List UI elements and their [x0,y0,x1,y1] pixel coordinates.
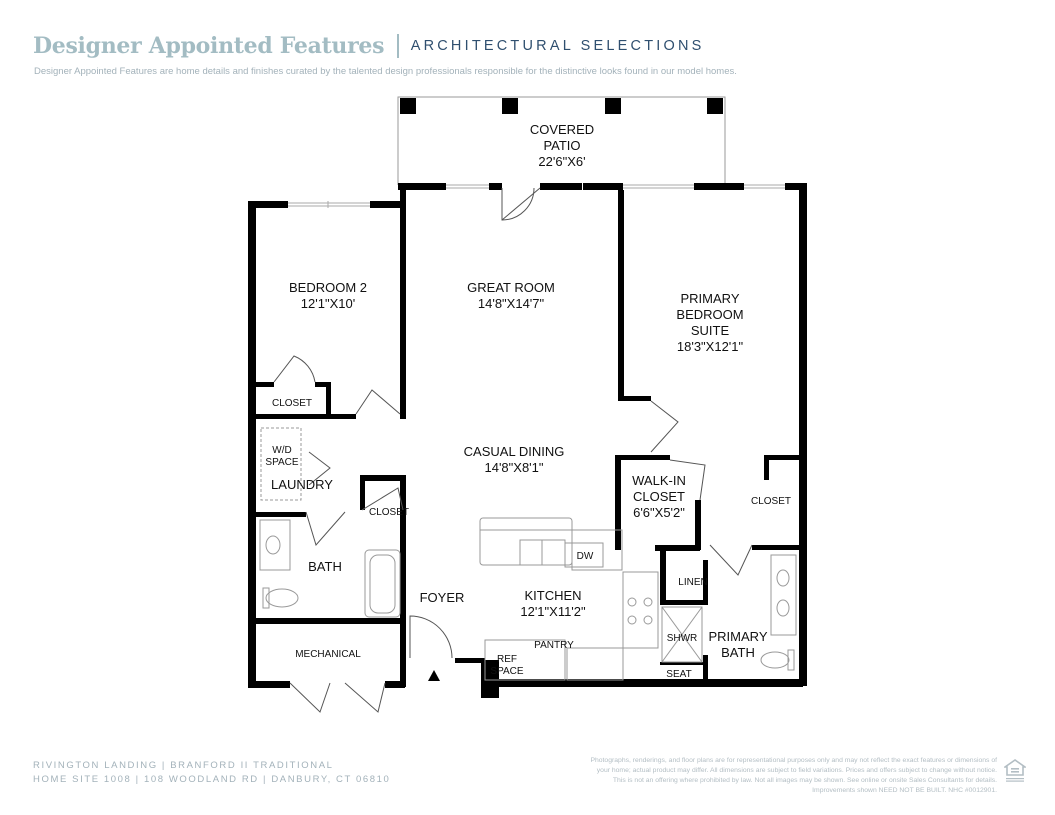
closet-foyer-label: CLOSET [369,507,409,518]
linen-label: LINEN [678,577,707,588]
patio-dims: 22'6"X6' [538,154,585,169]
disclaimer-line2: your home; actual product may differ. Al… [596,767,997,774]
casual-dining-label: CASUAL DINING [464,444,565,459]
primary-bath-line2: BATH [721,645,755,660]
title-divider [397,34,399,58]
page-subtitle: ARCHITECTURAL SELECTIONS [410,38,705,54]
footer-disclaimer: Photographs, renderings, and floor plans… [517,756,997,796]
footer-community: RIVINGTON LANDING | BRANFORD II TRADITIO… [33,759,390,787]
footer-line1: RIVINGTON LANDING | BRANFORD II TRADITIO… [33,760,334,771]
walkin-closet-dims: 6'6"X5'2" [633,505,685,520]
windows [288,184,785,208]
page-title: Designer Appointed Features [33,33,385,59]
covered-patio-outline [397,96,726,185]
primary-bath-line1: PRIMARY [709,629,768,644]
closet-primary-label: CLOSET [751,496,791,507]
kitchen-dims: 12'1"X11'2" [520,604,586,619]
footer-line2: HOME SITE 1008 | 108 WOODLAND RD | DANBU… [33,774,391,785]
disclaimer-line3: This is not an offering where prohibited… [612,777,997,784]
ref-space-line1: REF [497,654,517,665]
page-description: Designer Appointed Features are home det… [34,66,737,77]
patio-label-line1: COVERED [530,122,594,137]
casual-dining-dims: 14'8"X8'1" [484,460,543,475]
interior-walls [256,183,799,687]
dw-label: DW [577,551,594,562]
disclaimer-line1: Photographs, renderings, and floor plans… [590,757,997,764]
ref-space-line2: SPACE [490,666,523,677]
foyer-label: FOYER [420,590,465,605]
primary-suite-line1: PRIMARY [681,291,740,306]
fixtures [259,427,797,681]
great-room-dims: 14'8"X14'7" [478,296,545,311]
primary-suite-line2: BEDROOM [676,307,743,322]
wd-space-line2: SPACE [265,457,298,468]
pantry-label: PANTRY [534,640,574,651]
bath-label: BATH [308,559,342,574]
patio-label-line2: PATIO [543,138,580,153]
bedroom2-label: BEDROOM 2 [289,280,367,295]
patio-posts [400,98,723,114]
disclaimer-line4: Improvements shown NEED NOT BE BUILT. NH… [812,787,997,794]
room-labels: COVERED PATIO 22'6"X6' BEDROOM 2 12'1"X1… [265,122,791,680]
bedroom2-dims: 12'1"X10' [301,296,355,311]
door-swings [273,187,753,713]
walkin-closet-line2: CLOSET [633,489,685,504]
laundry-label: LAUNDRY [271,477,333,492]
closet-bed2-label: CLOSET [272,398,312,409]
entry-arrow-icon [428,670,440,681]
kitchen-label: KITCHEN [524,588,581,603]
exterior-walls [248,183,807,698]
primary-suite-line3: SUITE [691,323,730,338]
mechanical-label: MECHANICAL [295,649,361,660]
primary-suite-dims: 18'3"X12'1" [677,339,744,354]
header: Designer Appointed Features ARCHITECTURA… [33,33,705,59]
great-room-label: GREAT ROOM [467,280,555,295]
wd-space-line1: W/D [272,445,291,456]
shwr-label: SHWR [667,633,698,644]
equal-housing-icon [1004,759,1026,782]
walkin-closet-line1: WALK-IN [632,473,686,488]
seat-label: SEAT [666,669,691,680]
